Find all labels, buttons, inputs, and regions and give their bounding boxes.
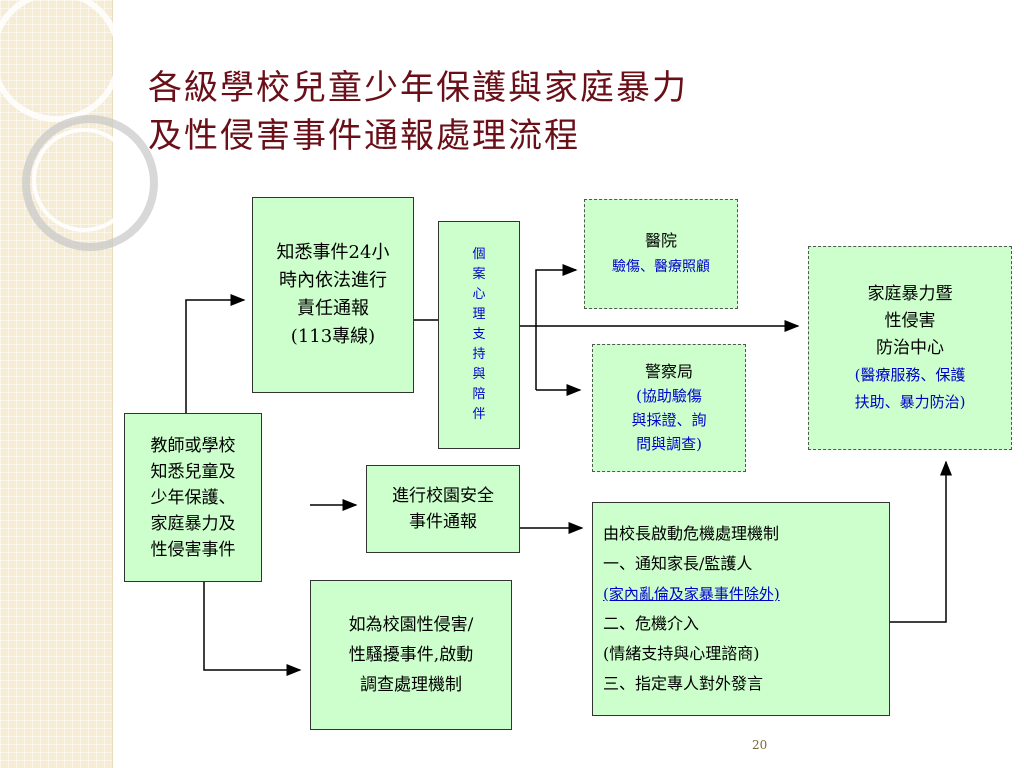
report-line: 知悉事件24小 (276, 242, 390, 263)
police-detail: 與採證、詢 (631, 411, 707, 429)
hospital-box: 醫院 驗傷、醫療照顧 (584, 199, 738, 309)
support-char: 陪 (472, 387, 486, 402)
start-line: 教師或學校 (150, 435, 236, 456)
center-line: 家庭暴力暨 (867, 283, 953, 304)
prevention-center-box: 家庭暴力暨 性侵害 防治中心 (醫療服務、保護 扶助、暴力防治) (808, 246, 1012, 450)
crisis-line: 由校長啟動危機處理機制 (603, 524, 780, 543)
center-line: 防治中心 (876, 337, 944, 358)
start-line: 性侵害事件 (150, 539, 236, 560)
start-line: 家庭暴力及 (150, 513, 236, 534)
decorative-ring (0, 0, 122, 122)
support-char: 與 (472, 367, 486, 382)
report-line: 時內依法進行 (279, 270, 387, 291)
report-line: (113專線) (290, 326, 376, 347)
investigation-box: 如為校園性侵害/ 性騷擾事件,啟動 調查處理機制 (310, 580, 512, 730)
start-line: 知悉兒童及 (150, 461, 236, 482)
support-char: 支 (472, 327, 486, 342)
decorative-sidebar (0, 0, 158, 768)
campus-report-line: 進行校園安全 (392, 486, 494, 506)
campus-report-line: 事件通報 (409, 512, 477, 532)
center-line: 性侵害 (884, 310, 936, 331)
support-char: 案 (472, 267, 486, 282)
decorative-ring (32, 128, 136, 232)
start-line: 少年保護、 (150, 487, 236, 508)
arrow-crisis-to-center (890, 460, 952, 623)
crisis-line: (家內亂倫及家暴事件除外) (603, 585, 780, 603)
support-char: 伴 (472, 407, 486, 422)
page-number: 20 (752, 738, 768, 752)
report-line: 責任通報 (297, 298, 369, 319)
crisis-line: 一、通知家長/監護人 (603, 554, 753, 573)
hospital-detail: 驗傷、醫療照顧 (612, 259, 710, 275)
center-detail: 扶助、暴力防治) (854, 392, 966, 411)
center-detail: (醫療服務、保護 (854, 365, 966, 384)
support-char: 理 (472, 307, 486, 322)
crisis-box: 由校長啟動危機處理機制 一、通知家長/監護人 (家內亂倫及家暴事件除外) 二、危… (592, 502, 890, 716)
crisis-line: 二、危機介入 (603, 614, 700, 633)
investigation-line: 調查處理機制 (360, 675, 462, 695)
report-24h-box: 知悉事件24小 時內依法進行 責任通報 (113專線) (252, 197, 414, 393)
crisis-line: (情緒支持與心理諮商) (603, 644, 760, 663)
police-box: 警察局 (協助驗傷 與採證、詢 問與調查) (592, 344, 746, 472)
support-char: 持 (472, 347, 486, 362)
arrow-to-investigation (203, 582, 302, 676)
crisis-line: 三、指定專人對外發言 (603, 674, 764, 693)
support-char: 個 (472, 247, 486, 262)
arrow-to-hospital (535, 264, 578, 390)
start-box: 教師或學校 知悉兒童及 少年保護、 家庭暴力及 性侵害事件 (124, 413, 262, 582)
arrow-start-to-report (185, 294, 246, 413)
support-char: 心 (472, 287, 486, 302)
police-title: 警察局 (644, 362, 693, 381)
investigation-line: 性騷擾事件,啟動 (348, 645, 474, 665)
police-detail: (協助驗傷 (636, 387, 702, 405)
slide-title: 各級學校兒童少年保護與家庭暴力 及性侵害事件通報處理流程 (148, 68, 688, 156)
police-detail: 問與調查) (636, 435, 702, 453)
hospital-title: 醫院 (644, 231, 677, 250)
case-support-box: 個 案 心 理 支 持 與 陪 伴 (438, 221, 520, 449)
investigation-line: 如為校園性侵害/ (348, 615, 474, 635)
campus-report-box: 進行校園安全 事件通報 (366, 465, 520, 553)
decorative-ring (22, 115, 158, 251)
